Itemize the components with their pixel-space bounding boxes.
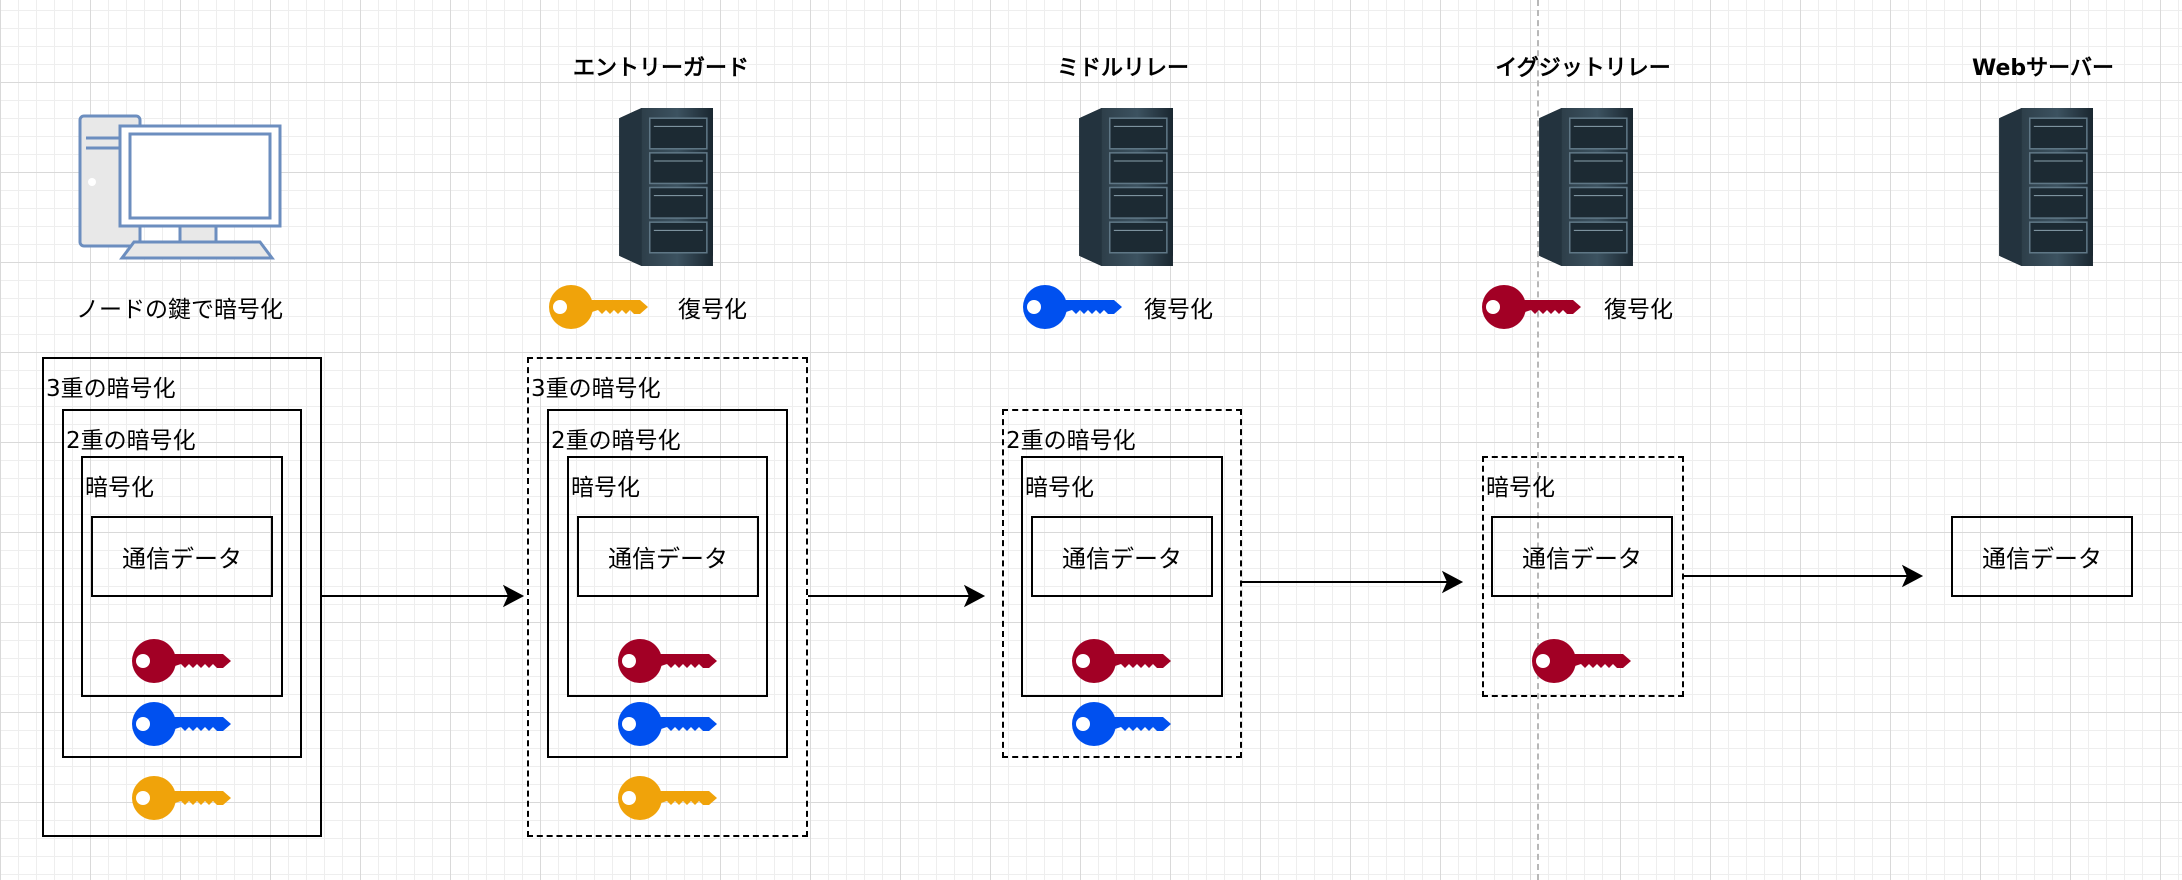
middle-relay-action: 復号化 xyxy=(1144,297,1213,323)
single-encryption-label: 暗号化 xyxy=(1486,475,1555,501)
triple-encryption-box: 3重の暗号化 xyxy=(42,357,322,837)
payload-box: 通信データ xyxy=(1951,516,2133,597)
server-rack-icon xyxy=(1070,108,1174,266)
exit-relay-title: イグジットリレー xyxy=(1495,56,1671,81)
double-encryption-label: 2重の暗号化 xyxy=(66,428,196,454)
double-encryption-box: 2重の暗号化 xyxy=(1002,409,1242,758)
double-encryption-box: 2重の暗号化 xyxy=(62,409,302,758)
exit-relay-action: 復号化 xyxy=(1604,297,1673,323)
double-encryption-label: 2重の暗号化 xyxy=(1006,428,1136,454)
entry-key-icon xyxy=(548,283,648,331)
entry-guard-action: 復号化 xyxy=(678,297,747,323)
entry-key-icon xyxy=(617,774,717,822)
triple-encryption-box: 3重の暗号化 xyxy=(527,357,808,837)
middle-key-icon xyxy=(617,700,717,748)
payload-box: 通信データ xyxy=(91,516,273,597)
server-rack-icon xyxy=(1530,108,1634,266)
exit-key-icon xyxy=(1531,637,1631,685)
single-encryption-label: 暗号化 xyxy=(85,475,154,501)
single-encryption-box: 暗号化 xyxy=(81,456,283,697)
exit-key-icon xyxy=(1071,637,1171,685)
client-caption: ノードの鍵で暗号化 xyxy=(76,297,283,323)
middle-relay-title: ミドルリレー xyxy=(1056,56,1189,81)
server-rack-icon xyxy=(610,108,714,266)
single-encryption-label: 暗号化 xyxy=(1025,475,1094,501)
web-server-title: Webサーバー xyxy=(1972,56,2114,81)
single-encryption-box: 暗号化 xyxy=(1482,456,1684,697)
guide-line xyxy=(1537,0,1539,880)
middle-key-icon xyxy=(131,700,231,748)
middle-key-icon xyxy=(1071,700,1171,748)
single-encryption-box: 暗号化 xyxy=(1021,456,1223,697)
entry-guard-title: エントリーガード xyxy=(572,56,749,81)
server-rack-icon xyxy=(1990,108,2094,266)
triple-encryption-label: 3重の暗号化 xyxy=(46,376,176,402)
entry-key-icon xyxy=(131,774,231,822)
double-encryption-label: 2重の暗号化 xyxy=(551,428,681,454)
payload-box: 通信データ xyxy=(577,516,759,597)
exit-key-icon xyxy=(131,637,231,685)
payload-box: 通信データ xyxy=(1031,516,1213,597)
single-encryption-box: 暗号化 xyxy=(567,456,768,697)
desktop-computer-icon xyxy=(78,114,282,260)
middle-key-icon xyxy=(1022,283,1122,331)
exit-key-icon xyxy=(1481,283,1581,331)
exit-key-icon xyxy=(617,637,717,685)
double-encryption-box: 2重の暗号化 xyxy=(547,409,788,758)
single-encryption-label: 暗号化 xyxy=(571,475,640,501)
triple-encryption-label: 3重の暗号化 xyxy=(531,376,661,402)
payload-box: 通信データ xyxy=(1491,516,1673,597)
